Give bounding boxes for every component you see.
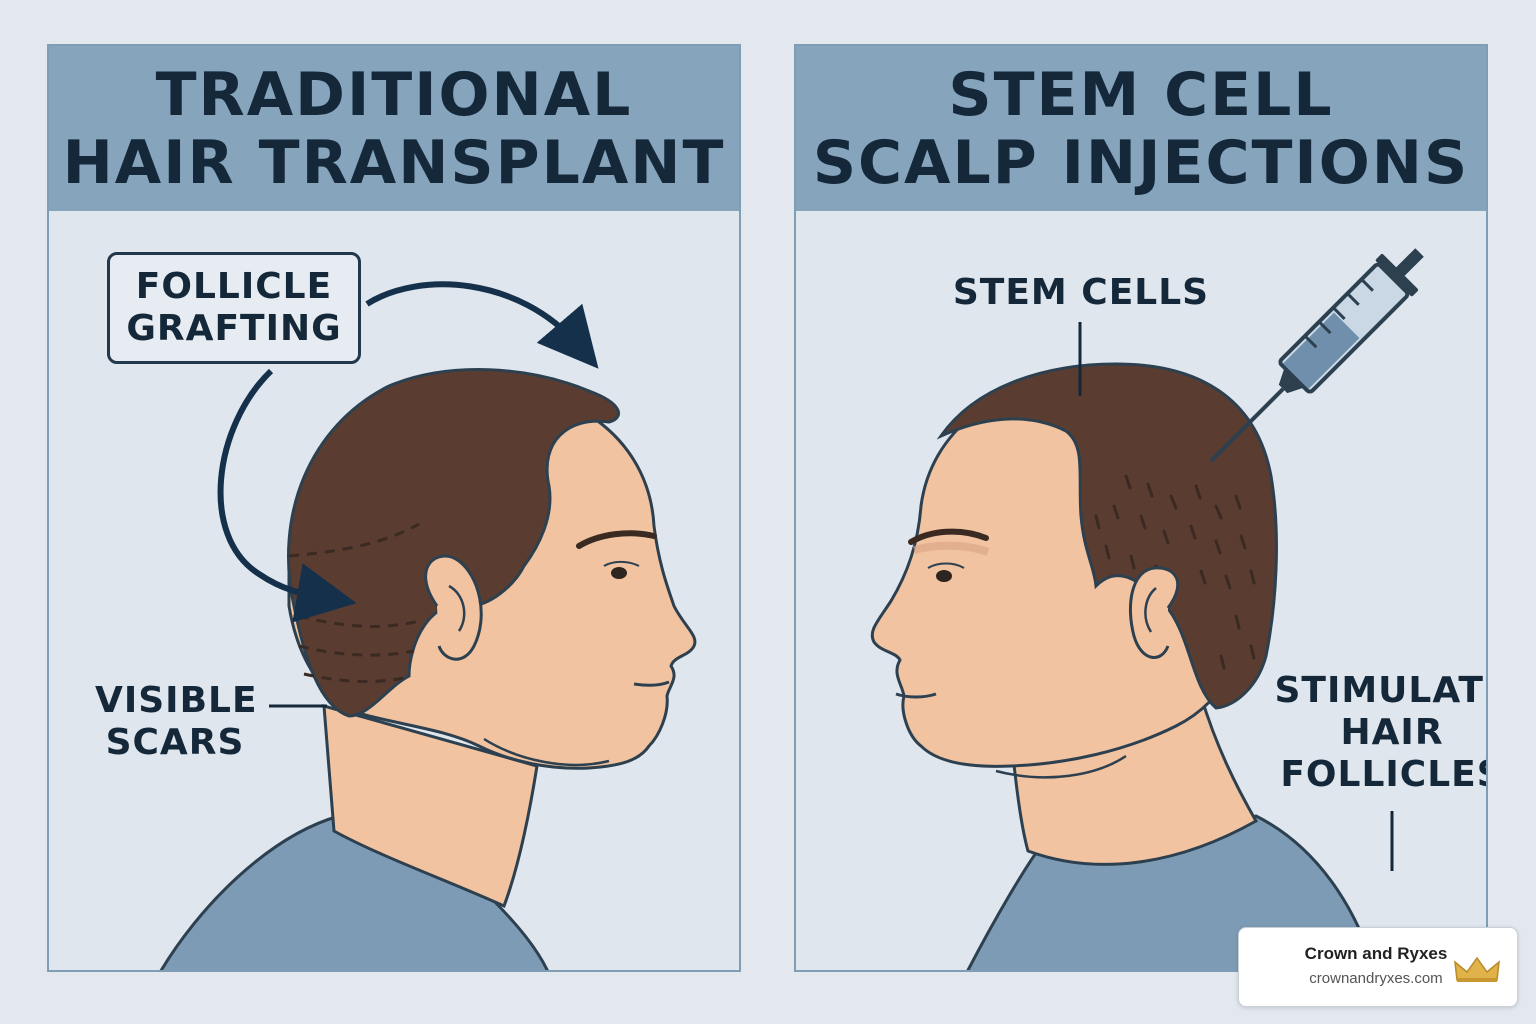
right-jaw bbox=[995, 754, 1127, 779]
follicle-grafting-callout: FOLLICLE GRAFTING bbox=[107, 252, 361, 364]
grafting-label-line-2: GRAFTING bbox=[126, 308, 342, 349]
left-ear bbox=[424, 554, 483, 661]
right-hair bbox=[936, 362, 1278, 710]
left-mouth bbox=[633, 680, 670, 687]
left-eyebrow bbox=[576, 530, 657, 549]
visible-scars-label: VISIBLE SCARS bbox=[95, 680, 258, 764]
right-mouth bbox=[895, 692, 937, 699]
stimulate-label-line-3: FOLLICLES bbox=[1280, 754, 1488, 795]
watermark-badge: Crown and Ryxes crownandryxes.com bbox=[1238, 927, 1518, 1007]
right-eyebrow bbox=[908, 528, 989, 545]
crown-icon bbox=[1454, 956, 1500, 982]
left-neck bbox=[322, 703, 539, 909]
left-title-banner: TRADITIONAL HAIR TRANSPLANT bbox=[49, 46, 739, 211]
stimulate-label-line-2: HAIR bbox=[1340, 712, 1444, 753]
grafting-label-line-1: FOLLICLE bbox=[135, 266, 333, 307]
traditional-transplant-panel: TRADITIONAL HAIR TRANSPLANT bbox=[47, 44, 741, 972]
traditional-head-illustration bbox=[159, 281, 697, 970]
right-title-banner: STEM CELL SCALP INJECTIONS bbox=[796, 46, 1486, 211]
scars-label-line-1: VISIBLE bbox=[95, 680, 258, 721]
top-curved-arrow-icon bbox=[365, 281, 599, 369]
left-title-line-2: HAIR TRANSPLANT bbox=[62, 127, 726, 198]
left-title-line-1: TRADITIONAL bbox=[155, 59, 633, 130]
watermark-url: crownandryxes.com bbox=[1309, 970, 1443, 987]
left-eye bbox=[611, 567, 627, 579]
stimulate-label-line-1: STIMULATE bbox=[1274, 670, 1488, 711]
stem-cell-head-illustration bbox=[870, 248, 1424, 970]
stem-cell-panel: STEM CELL SCALP INJECTIONS bbox=[794, 44, 1488, 972]
scars-label-line-2: SCARS bbox=[105, 722, 245, 763]
stimulate-follicles-label: STIMULATE HAIR FOLLICLES bbox=[1274, 670, 1488, 796]
watermark-name: Crown and Ryxes bbox=[1304, 944, 1448, 963]
left-hair bbox=[286, 368, 620, 718]
right-title-line-1: STEM CELL bbox=[948, 59, 1334, 130]
right-ear bbox=[1128, 566, 1180, 659]
syringe-icon bbox=[1209, 248, 1424, 463]
side-curved-arrow-icon bbox=[217, 368, 357, 623]
right-title-line-2: SCALP INJECTIONS bbox=[812, 127, 1470, 198]
left-jaw bbox=[483, 737, 610, 767]
stem-cells-label: STEM CELLS bbox=[952, 272, 1210, 313]
left-scars bbox=[298, 614, 420, 683]
right-eye bbox=[936, 570, 952, 582]
